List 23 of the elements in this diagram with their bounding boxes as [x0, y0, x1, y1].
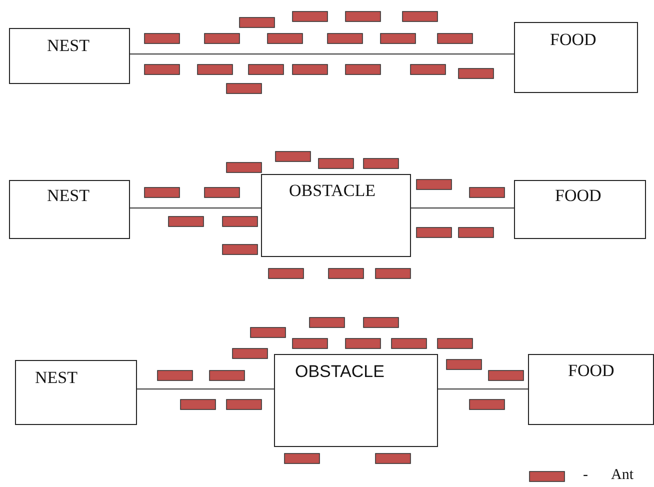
box-label: FOOD	[568, 361, 614, 381]
labeled-box	[528, 354, 654, 425]
labeled-box	[274, 354, 438, 447]
connector-line	[130, 53, 514, 55]
labeled-box	[15, 360, 137, 425]
box-label: NEST	[47, 186, 90, 206]
labeled-box	[9, 28, 130, 84]
labeled-box	[514, 22, 638, 93]
connector-line	[137, 388, 274, 390]
connector-line	[130, 207, 261, 209]
box-label: FOOD	[550, 30, 596, 50]
box-label: OBSTACLE	[289, 181, 376, 201]
labeled-box	[9, 180, 130, 239]
box-label: NEST	[35, 368, 78, 388]
connector-line	[411, 207, 514, 209]
legend-text: Ant	[611, 467, 634, 484]
labeled-box	[514, 180, 646, 239]
connector-line	[438, 388, 528, 390]
box-label: NEST	[47, 36, 90, 56]
box-label: OBSTACLE	[295, 362, 384, 382]
box-label: FOOD	[555, 186, 602, 206]
legend-dash: -	[583, 467, 588, 484]
labeled-box	[261, 174, 411, 257]
